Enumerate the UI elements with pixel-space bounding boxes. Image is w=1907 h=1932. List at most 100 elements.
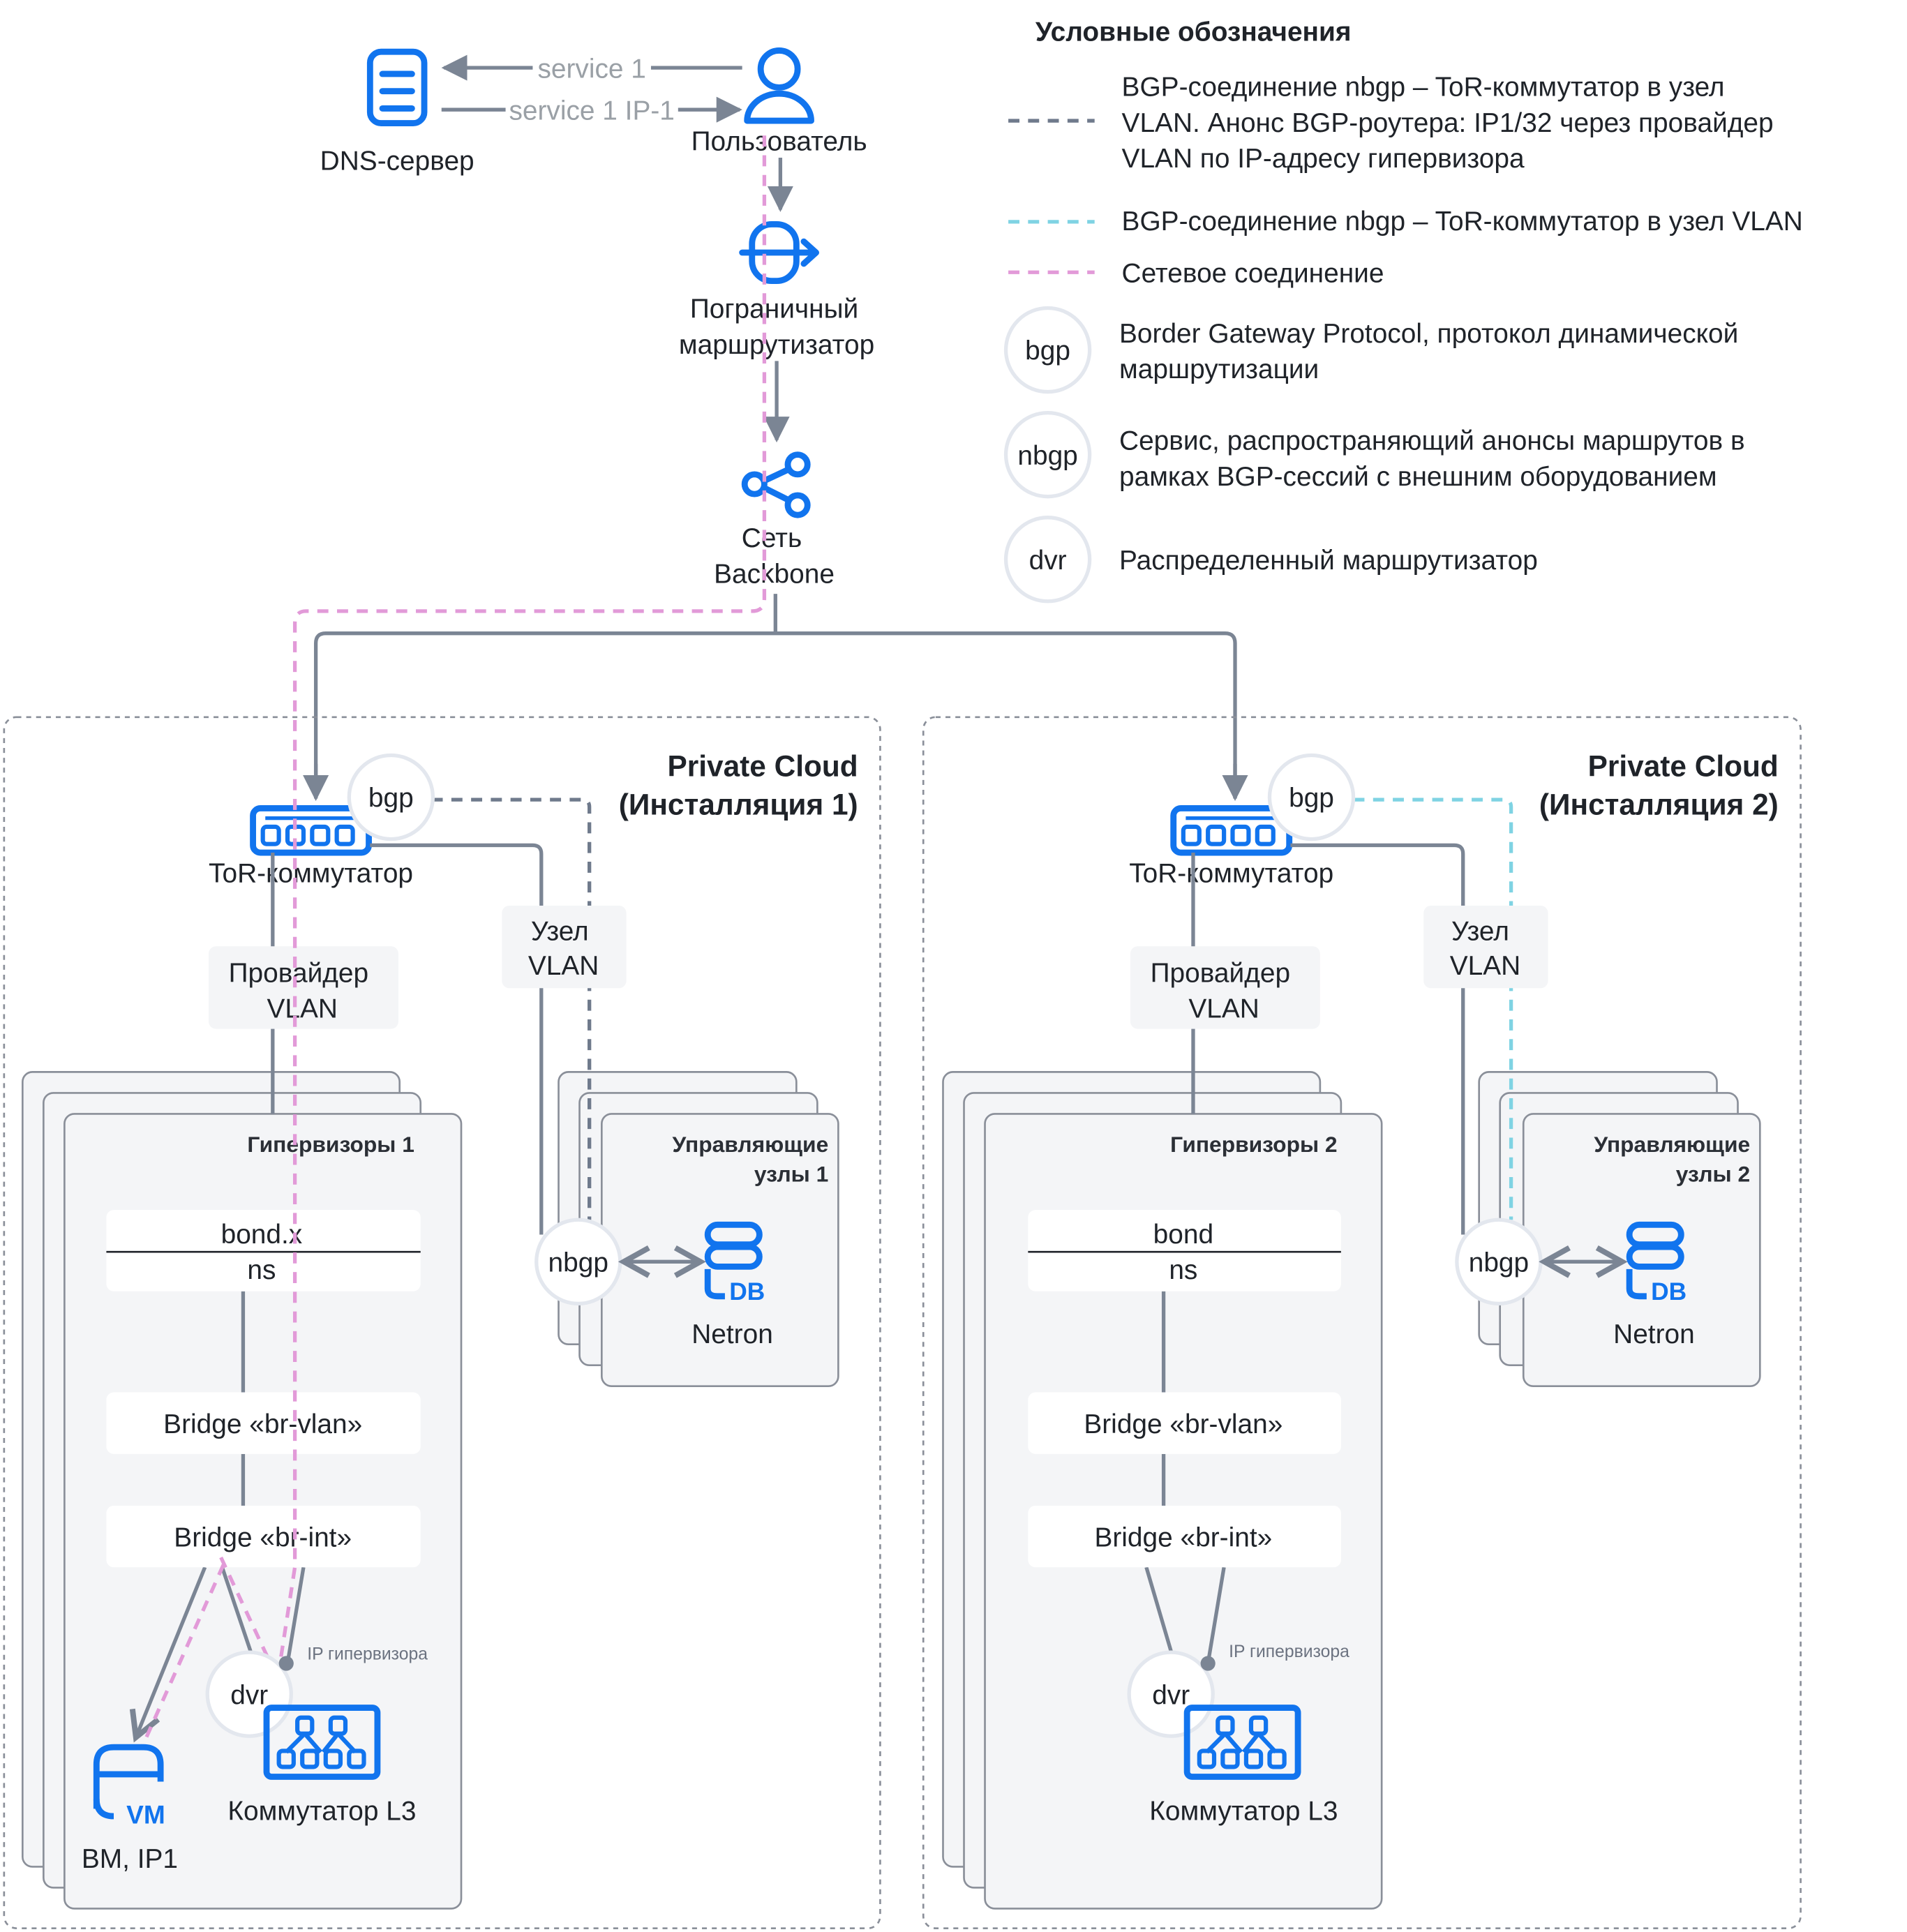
management-nodes-2-title: Управляющие	[1594, 1132, 1750, 1157]
top-flow: DNS-сервер Пользователь service 1 servic…	[303, 47, 1248, 802]
legend-badge-text: nbgp	[1017, 441, 1077, 471]
db-badge-text: DB	[729, 1278, 765, 1305]
legend-text: Border Gateway Protocol, протокол динами…	[1119, 319, 1738, 349]
cloud-2-title: (Инсталляция 2)	[1539, 788, 1779, 821]
vlan-node-box	[502, 905, 627, 989]
provider-vlan-label: VLAN	[1188, 994, 1259, 1024]
cloud-1-frame	[3, 716, 881, 1930]
vm-label: ВМ, IP1	[82, 1844, 178, 1874]
ip-hypervisor-label: IP гипервизора	[307, 1645, 428, 1664]
bridge-br-int-label: Bridge «br-int»	[174, 1522, 352, 1552]
legend-text: маршрутизации	[1119, 354, 1319, 384]
dvr-badge-label: dvr	[1152, 1680, 1190, 1710]
ns-label: ns	[1169, 1255, 1197, 1285]
legend-text: Сервис, распространяющий анонсы маршруто…	[1119, 426, 1745, 456]
bgp-badge-label: bgp	[1289, 784, 1334, 814]
provider-vlan-box	[208, 946, 398, 1029]
bridge-br-vlan-box	[1028, 1392, 1341, 1454]
border-router-icon	[739, 220, 820, 285]
ip-hypervisor-label: IP гипервизора	[1229, 1642, 1349, 1661]
legend-badge-text: dvr	[1029, 546, 1067, 576]
legend-title: Условные обозначения	[1035, 17, 1352, 47]
user-label: Пользователь	[691, 126, 867, 156]
netron-label: Netron	[1613, 1319, 1695, 1349]
management-nodes-2-title: узлы 2	[1676, 1162, 1750, 1187]
vm-icon: VM	[93, 1744, 165, 1829]
netron-label: Netron	[691, 1319, 773, 1349]
border-router-label: Пограничный	[690, 294, 858, 324]
bond-ns-box	[1028, 1210, 1341, 1291]
database-icon: DB	[1626, 1221, 1687, 1305]
bond-label: bond.x	[221, 1220, 303, 1250]
legend-text: BGP-соединение nbgp – ToR-коммутатор в у…	[1122, 73, 1725, 103]
tor-to-vlan-node-link	[370, 843, 544, 1235]
user-icon	[744, 47, 814, 124]
bridge-br-int-box	[106, 1505, 421, 1568]
vlan-node-label: VLAN	[528, 951, 599, 981]
border-router-label: маршрутизатор	[679, 330, 874, 360]
l3-switch-label: Коммутатор L3	[227, 1796, 416, 1826]
br-int-to-vm-link	[136, 1566, 207, 1737]
provider-vlan-box	[1130, 946, 1320, 1029]
service-arrow-label: service 1	[537, 54, 645, 84]
ip-hypervisor-point	[278, 1656, 294, 1671]
vlan-node-label: Узел	[531, 916, 589, 946]
bgp-badge-label: bgp	[368, 784, 414, 814]
management-nodes-1-title: узлы 1	[754, 1162, 828, 1187]
legend-text: Распределенный маршрутизатор	[1119, 546, 1538, 576]
bond-label: bond	[1153, 1220, 1213, 1250]
service-ip-arrow-label: service 1 IP-1	[509, 96, 674, 126]
br-int-to-ip-link	[285, 1566, 306, 1664]
br-int-to-ip-link	[1206, 1566, 1226, 1664]
br-int-to-dvr-link	[220, 1566, 253, 1652]
bgp-session-vlan	[1353, 797, 1513, 1220]
bgp-session-advert	[431, 797, 592, 1220]
l3-switch-label: Коммутатор L3	[1149, 1796, 1338, 1826]
l3-switch-icon	[263, 1705, 381, 1780]
bridge-br-vlan-box	[106, 1392, 421, 1454]
cloud-1-title: (Инсталляция 1)	[619, 788, 858, 821]
vlan-node-label: VLAN	[1450, 951, 1520, 981]
legend-text: рамках BGP-сессий с внешним оборудование…	[1119, 462, 1717, 492]
bgp-badge	[1267, 753, 1356, 841]
bgp-badge	[347, 753, 435, 841]
bridge-br-vlan-label: Bridge «br-vlan»	[163, 1409, 362, 1439]
network-connection-path	[277, 135, 767, 1672]
vm-badge-text: VM	[126, 1800, 165, 1829]
private-cloud-2: Private Cloud (Инсталляция 2) ToR-коммут…	[922, 716, 1802, 1930]
legend-text: VLAN. Анонс BGP-роутера: IP1/32 через пр…	[1122, 108, 1774, 138]
legend-badge-text: bgp	[1025, 336, 1070, 366]
dvr-badge	[205, 1650, 293, 1738]
ip-hypervisor-point	[1200, 1656, 1216, 1671]
db-badge-text: DB	[1651, 1278, 1687, 1305]
legend-text: Сетевое соединение	[1122, 258, 1384, 288]
backbone-label: Backbone	[714, 559, 835, 589]
cloud-2-title: Private Cloud	[1588, 750, 1779, 783]
tor-switch-label: ToR-коммутатор	[1129, 858, 1333, 888]
backbone-to-tor-links	[313, 594, 1237, 799]
bond-ns-box	[106, 1210, 421, 1291]
legend-text: VLAN по IP-адресу гипервизора	[1122, 144, 1525, 174]
vlan-node-box	[1423, 905, 1548, 989]
dns-server-label: DNS-сервер	[320, 147, 474, 177]
network-connection-to-vm	[139, 1557, 276, 1751]
legend-badge-bgp	[1003, 306, 1092, 394]
legend-badge-nbgp	[1003, 410, 1092, 499]
cloud-1-title: Private Cloud	[667, 750, 858, 783]
br-int-to-dvr-link	[1144, 1566, 1173, 1652]
management-nodes-1-title: Управляющие	[672, 1132, 828, 1157]
legend-text: BGP-соединение nbgp – ToR-коммутатор в у…	[1122, 207, 1803, 237]
nbgp-badge-label: nbgp	[548, 1248, 608, 1278]
hypervisors-1-title: Гипервизоры 1	[247, 1132, 414, 1157]
ns-label: ns	[247, 1255, 276, 1285]
backbone-network-icon	[741, 451, 811, 518]
dns-server-icon	[366, 48, 428, 127]
vlan-node-label: Узел	[1451, 916, 1509, 946]
cloud-2-frame	[922, 716, 1802, 1930]
legend: Условные обозначения BGP-соединение nbgp…	[1003, 17, 1803, 604]
private-cloud-1: Private Cloud (Инсталляция 1) ToR-коммут…	[3, 135, 881, 1930]
tor-switch-icon	[1170, 805, 1293, 856]
legend-badge-dvr	[1003, 516, 1092, 604]
database-icon: DB	[704, 1221, 765, 1305]
